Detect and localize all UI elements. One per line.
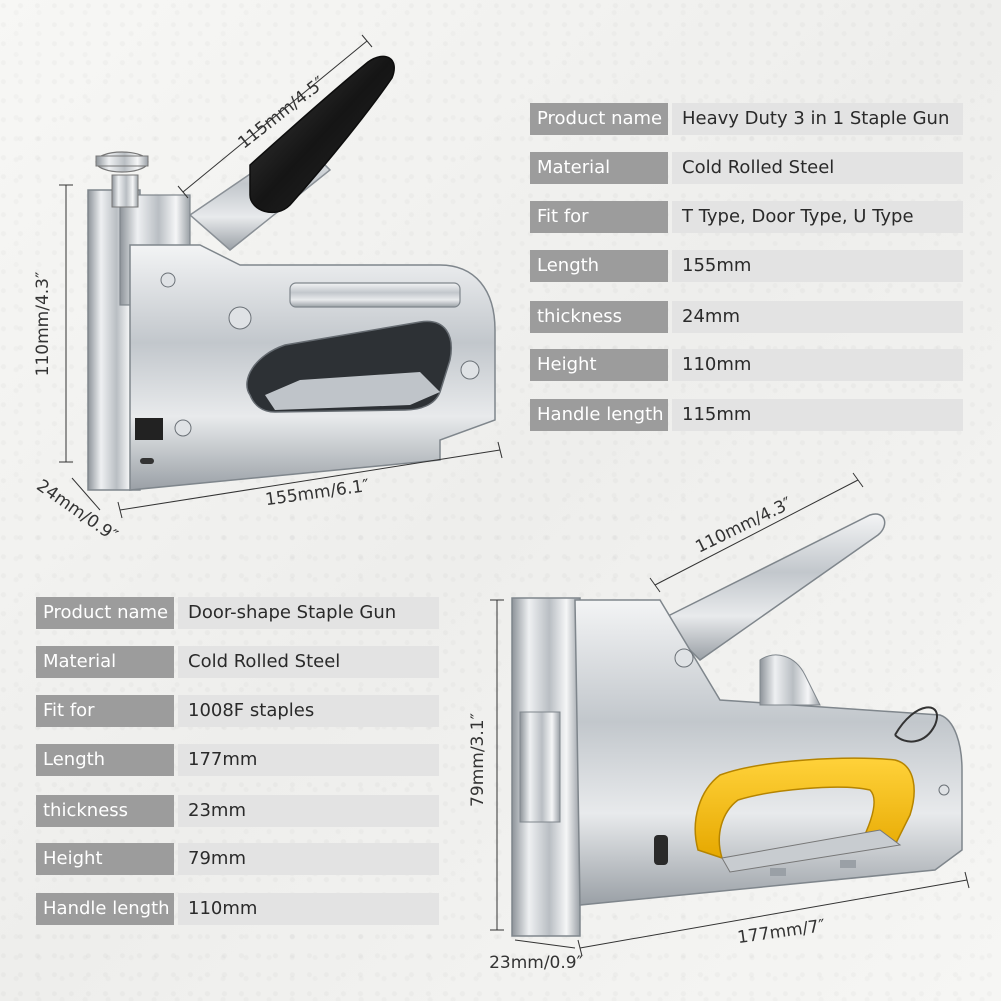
spec-value: Cold Rolled Steel: [672, 152, 963, 184]
spec-row: Handle length 110mm: [36, 893, 439, 925]
bottom-thickness-dimension: 23mm/0.9″: [489, 953, 583, 973]
spec-row: Handle length 115mm: [530, 399, 963, 431]
spec-label: Height: [530, 349, 668, 381]
spec-row: thickness 23mm: [36, 795, 439, 827]
spec-row: Length 155mm: [530, 250, 963, 282]
spec-row: thickness 24mm: [530, 301, 963, 333]
black-grip: [249, 55, 395, 214]
spec-value: Cold Rolled Steel: [178, 646, 439, 678]
top-length-dimension: 155mm/6.1″: [264, 476, 370, 510]
spec-label: thickness: [36, 795, 174, 827]
spec-value: 23mm: [178, 795, 439, 827]
spec-label: Material: [36, 646, 174, 678]
top-dimension-lines: [59, 34, 503, 519]
spec-label: Handle length: [36, 893, 174, 925]
bottom-height-dimension: 79mm/3.1″: [468, 713, 488, 807]
spec-value: Door-shape Staple Gun: [178, 597, 439, 629]
spec-value: T Type, Door Type, U Type: [672, 201, 963, 233]
spec-row: Fit for 1008F staples: [36, 695, 439, 727]
bottom-length-dimension: 177mm/7″: [736, 916, 826, 948]
spec-value: 155mm: [672, 250, 963, 282]
top-staple-gun: [87, 55, 496, 491]
spec-value: 177mm: [178, 744, 439, 776]
bottom-dimension-lines: [490, 472, 970, 957]
spec-row: Product name Heavy Duty 3 in 1 Staple Gu…: [530, 103, 963, 135]
spec-value: 115mm: [672, 399, 963, 431]
spec-label: Length: [530, 250, 668, 282]
spec-row: Height 110mm: [530, 349, 963, 381]
spec-label: Fit for: [36, 695, 174, 727]
spec-value: 79mm: [178, 843, 439, 875]
spec-row: Material Cold Rolled Steel: [530, 152, 963, 184]
spec-value: 110mm: [178, 893, 439, 925]
bottom-staple-gun: [511, 513, 963, 937]
yellow-grip: [694, 757, 915, 860]
top-height-dimension: 110mm/4.3″: [33, 272, 53, 377]
spec-label: Fit for: [530, 201, 668, 233]
spec-row: Fit for T Type, Door Type, U Type: [530, 201, 963, 233]
spec-label: Product name: [36, 597, 174, 629]
spec-label: Height: [36, 843, 174, 875]
spec-value: Heavy Duty 3 in 1 Staple Gun: [672, 103, 963, 135]
spec-label: thickness: [530, 301, 668, 333]
spec-label: Length: [36, 744, 174, 776]
spec-label: Handle length: [530, 399, 668, 431]
spec-value: 24mm: [672, 301, 963, 333]
spec-row: Height 79mm: [36, 843, 439, 875]
spec-label: Material: [530, 152, 668, 184]
spec-label: Product name: [530, 103, 668, 135]
spec-row: Product name Door-shape Staple Gun: [36, 597, 439, 629]
spec-row: Material Cold Rolled Steel: [36, 646, 439, 678]
spec-value: 110mm: [672, 349, 963, 381]
bottom-handle-dimension: 110mm/4.3″: [692, 494, 795, 558]
spec-row: Length 177mm: [36, 744, 439, 776]
spec-value: 1008F staples: [178, 695, 439, 727]
